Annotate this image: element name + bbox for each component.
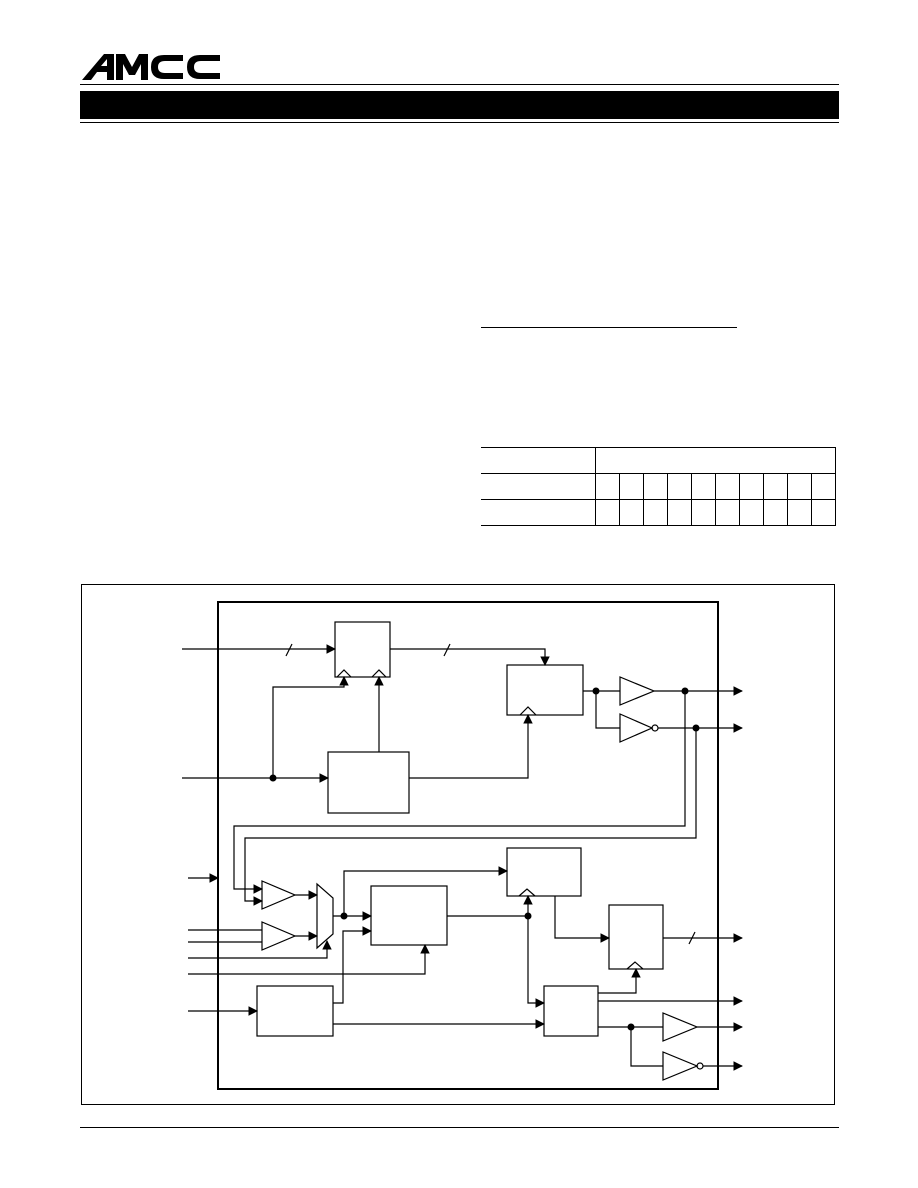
block-diagram-frame (81, 584, 835, 1105)
output-buffer (662, 1012, 699, 1042)
input-buffer (261, 880, 297, 910)
phase-detector-block (370, 885, 448, 946)
junction-dot (269, 774, 277, 782)
input-buffer (261, 921, 297, 951)
chip-boundary (217, 601, 719, 1090)
header-title-band (80, 91, 839, 119)
input-register-block (334, 621, 391, 678)
inverting-buffer (619, 713, 654, 743)
clock-input-mark (336, 669, 352, 678)
pin-table-grid (481, 447, 836, 526)
section-underline (481, 327, 737, 328)
clock-input-mark (371, 669, 387, 678)
output-register-block (506, 664, 584, 716)
clock-gen-block (543, 985, 599, 1037)
junction-dot (692, 724, 700, 732)
amcc-logo-graphic (82, 54, 220, 80)
header-rule-lower (80, 122, 839, 123)
demux-register-block (608, 904, 664, 970)
amcc-logo (80, 52, 225, 82)
junction-dot (592, 687, 600, 695)
clock-input-mark (519, 706, 537, 716)
junction-dot (681, 687, 689, 695)
footer-rule (80, 1127, 839, 1128)
pin-table (481, 447, 836, 527)
clock-input-mark (518, 888, 536, 897)
reference-block (256, 985, 334, 1037)
output-buffer (619, 676, 656, 706)
clock-divider-block (327, 751, 410, 814)
input-mux (316, 882, 334, 950)
inverting-buffer (662, 1051, 699, 1081)
header-rule (80, 84, 839, 85)
clock-input-mark (626, 961, 644, 970)
retimer-block (506, 847, 582, 897)
junction-dot (340, 912, 348, 920)
junction-dot (524, 912, 532, 920)
junction-dot (627, 1023, 635, 1031)
